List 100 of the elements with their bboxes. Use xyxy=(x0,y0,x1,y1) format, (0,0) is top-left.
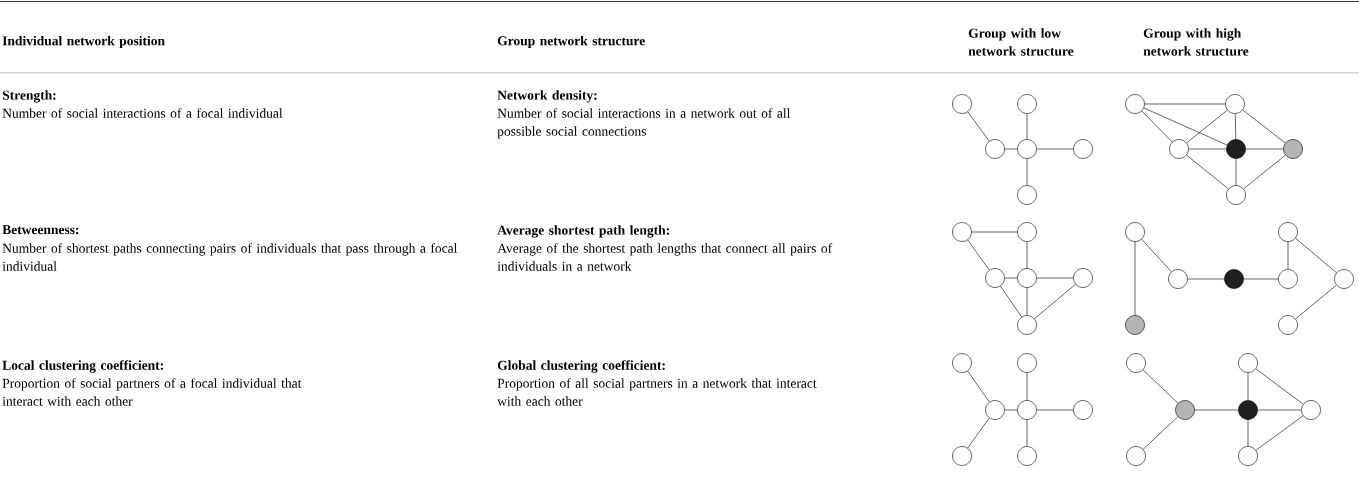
network-link xyxy=(1036,277,1074,279)
network-node xyxy=(985,139,1005,159)
network-link xyxy=(1026,113,1028,140)
network-link xyxy=(1257,409,1302,411)
network-link xyxy=(1026,241,1028,269)
network-node xyxy=(1169,139,1189,159)
network-node xyxy=(1225,94,1245,114)
network-link xyxy=(1295,238,1337,273)
network-node xyxy=(1238,353,1258,373)
network-link xyxy=(1143,107,1228,146)
network-link xyxy=(1186,154,1229,190)
network-node xyxy=(952,353,972,373)
network-link xyxy=(1142,369,1179,404)
network-node xyxy=(1238,400,1258,420)
network-link xyxy=(971,231,1018,233)
measure-definition: Number of shortest paths connecting pairs of individuals that pass through a focal individual xyxy=(2,243,458,271)
network-node xyxy=(1017,222,1037,242)
network-link xyxy=(1243,154,1286,190)
network-node xyxy=(1017,400,1037,420)
column-header: Individual network position xyxy=(2,35,165,49)
network-link xyxy=(1242,109,1286,144)
measure-name: Betweenness: xyxy=(2,225,79,235)
network-link xyxy=(1026,287,1028,316)
measure-definition: Number of social interactions in a network out of all possible social connections xyxy=(497,108,791,139)
network-link xyxy=(1255,415,1304,451)
measure-definition: Proportion of all social partners in a network that interact with each other xyxy=(497,378,817,406)
network-node xyxy=(1283,139,1303,159)
network-link xyxy=(1034,284,1076,319)
network-link xyxy=(1134,241,1136,316)
measure-name: Network density: xyxy=(497,90,597,103)
measure-definition: Average of the shortest path lengths that connect all pairs of individuals in a network xyxy=(497,243,833,271)
network-link xyxy=(1247,372,1249,401)
network-link xyxy=(967,239,990,271)
network-node xyxy=(952,446,972,466)
network-node xyxy=(1226,185,1246,205)
network-link xyxy=(1186,109,1228,144)
network-link xyxy=(967,370,990,403)
network-node xyxy=(985,268,1005,288)
network-link xyxy=(967,417,990,449)
column-header: Group network structure xyxy=(497,35,645,49)
network-node xyxy=(1017,94,1037,114)
network-link xyxy=(1295,284,1337,320)
network-node xyxy=(1278,222,1298,242)
network-node xyxy=(1125,94,1145,114)
column-header: Group with low network structure xyxy=(968,28,1074,56)
network-node xyxy=(1073,400,1093,420)
network-node xyxy=(1301,400,1321,420)
network-link xyxy=(1194,409,1239,411)
network-link xyxy=(1234,113,1237,140)
network-link xyxy=(1235,158,1237,186)
network-node xyxy=(1017,185,1037,205)
network-link xyxy=(1000,285,1022,318)
network-node xyxy=(1278,269,1298,289)
network-link xyxy=(1247,419,1249,447)
network-link xyxy=(967,111,990,142)
network-link xyxy=(1026,158,1028,186)
network-link xyxy=(1144,103,1226,105)
measure-name: Local clustering coefficient: xyxy=(2,360,163,373)
network-link xyxy=(1287,241,1289,270)
network-link xyxy=(1004,409,1018,411)
network-node xyxy=(1017,315,1037,335)
network-node xyxy=(1168,269,1188,289)
network-link xyxy=(1036,409,1074,411)
network-link xyxy=(1142,416,1179,450)
measure-name: Global clustering coefficient: xyxy=(497,360,665,373)
column-header: Group with high network structure xyxy=(1143,28,1249,56)
network-node xyxy=(1017,353,1037,373)
network-link xyxy=(1187,278,1225,280)
network-node xyxy=(1125,222,1145,242)
network-link xyxy=(1036,148,1074,150)
network-node xyxy=(1017,446,1037,466)
network-link xyxy=(1004,148,1018,150)
network-node xyxy=(1017,139,1037,159)
network-link xyxy=(1026,372,1028,401)
network-node xyxy=(1175,400,1195,420)
network-link xyxy=(1245,148,1284,150)
network-node xyxy=(1224,269,1244,289)
network-link xyxy=(1255,368,1304,405)
network-node xyxy=(1126,353,1146,373)
network-link xyxy=(1141,110,1173,143)
network-node xyxy=(1238,446,1258,466)
measure-name: Average shortest path length: xyxy=(497,225,669,238)
network-node xyxy=(1073,139,1093,159)
network-node xyxy=(985,400,1005,420)
network-node xyxy=(952,222,972,242)
network-link xyxy=(1188,148,1227,150)
network-link xyxy=(1141,238,1172,273)
network-node xyxy=(1278,315,1298,335)
measure-name: Strength: xyxy=(2,90,56,103)
network-node xyxy=(1126,446,1146,466)
network-node xyxy=(1226,139,1246,159)
network-node xyxy=(952,94,972,114)
network-node xyxy=(1334,269,1354,289)
measure-definition: Number of social interactions of a focal individual xyxy=(2,108,283,118)
network-link xyxy=(1026,419,1028,447)
measure-definition: Proportion of social partners of a focal individual that interact with each other xyxy=(2,378,302,406)
network-link xyxy=(1243,278,1279,280)
network-node xyxy=(1073,268,1093,288)
network-node xyxy=(1017,268,1037,288)
network-link xyxy=(1004,277,1018,279)
